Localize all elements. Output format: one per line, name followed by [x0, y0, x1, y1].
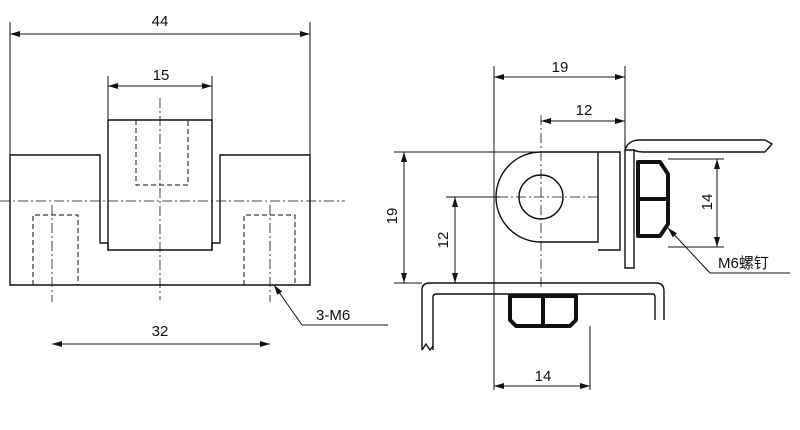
callout-m6-screw-label: M6螺钉 [718, 255, 769, 272]
dimension-15-label: 15 [153, 67, 170, 84]
dimension-19-vertical-label: 19 [384, 208, 401, 225]
side-view: 19 12 14 19 12 14 [384, 59, 790, 390]
side-plate [598, 151, 621, 251]
callout-m6-screw: M6螺钉 [667, 227, 790, 274]
dimension-44-label: 44 [152, 13, 169, 30]
side-flange [624, 149, 635, 269]
hidden-holes [32, 120, 296, 285]
side-nut [636, 160, 670, 238]
top-sheet [624, 139, 774, 153]
dimension-12-horizontal-label: 12 [576, 102, 593, 119]
bottom-nut [508, 294, 578, 328]
dimension-14-horizontal-label: 14 [535, 368, 552, 385]
dimension-14-horizontal: 14 [494, 326, 591, 390]
dimension-12-vertical: 12 [435, 196, 500, 283]
dimension-15: 15 [107, 67, 213, 120]
dimension-19-horizontal-label: 19 [552, 59, 569, 76]
dimension-44: 44 [9, 13, 311, 155]
dimension-19-horizontal: 19 [493, 59, 626, 390]
center-lines [0, 98, 345, 302]
hinge-eye [495, 151, 599, 243]
dimension-12-horizontal: 12 [541, 102, 625, 124]
dimension-12-vertical-label: 12 [435, 232, 452, 249]
callout-3-m6: 3-M6 [273, 284, 388, 326]
dimension-32-label: 32 [152, 323, 169, 340]
dimension-19-vertical: 19 [384, 151, 541, 284]
side-center-lines [480, 115, 600, 290]
front-view: 44 15 32 3-M6 [0, 13, 388, 347]
dimension-14-vertical: 14 [668, 158, 724, 248]
dimension-32: 32 [52, 323, 270, 347]
callout-3-m6-label: 3-M6 [316, 307, 350, 324]
dimension-14-vertical-label: 14 [699, 194, 716, 211]
